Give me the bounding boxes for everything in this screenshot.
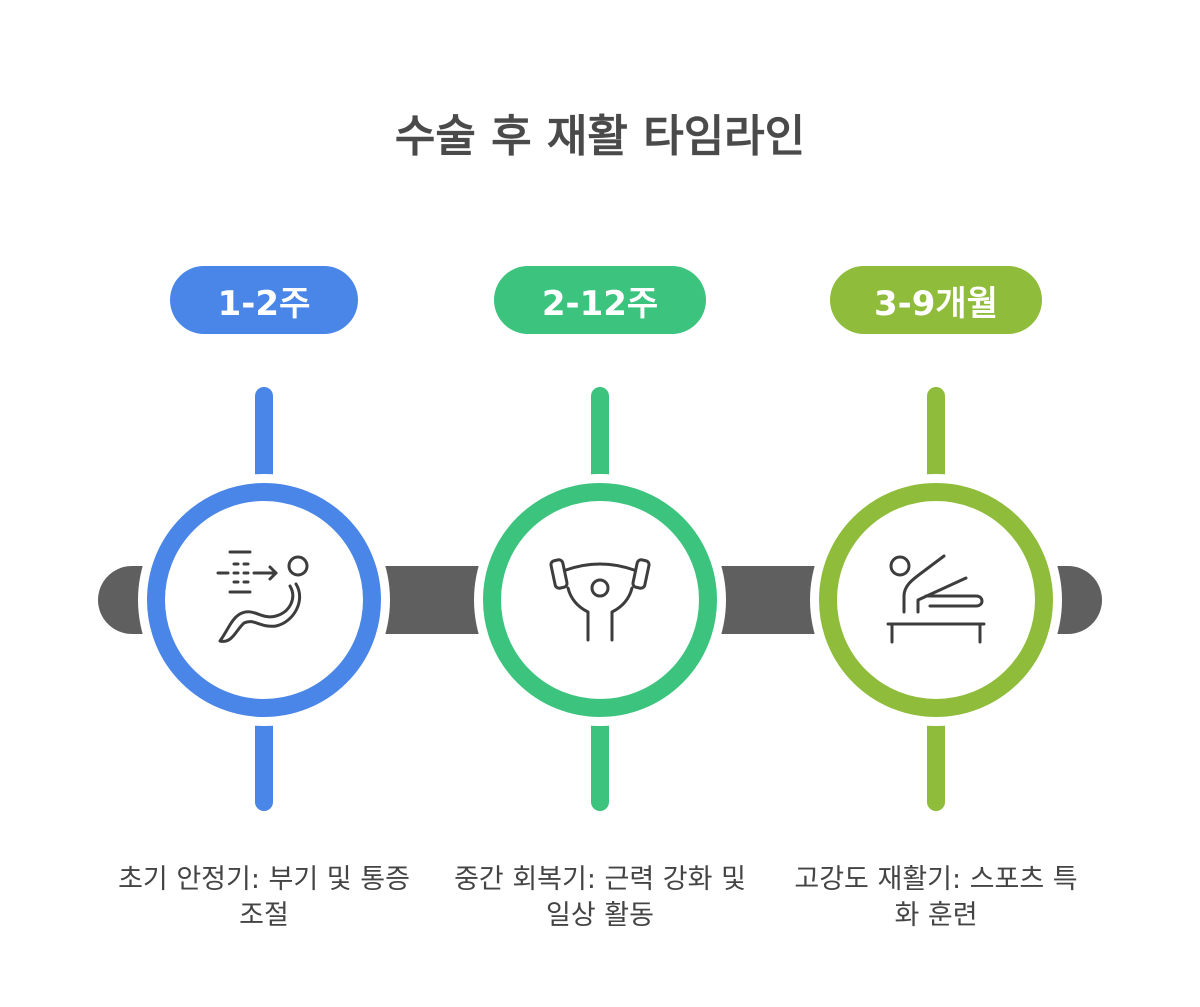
stage-1-description: 초기 안정기: 부기 및 통증 조절 (118, 864, 410, 931)
stage-1-period-badge: 1-2주 (170, 266, 358, 334)
stage-2-node (474, 474, 726, 726)
stage-3-period-badge: 3-9개월 (830, 266, 1042, 334)
pommel-horse-gymnast-icon (886, 554, 986, 644)
stage-2-period-badge: 2-12주 (494, 266, 706, 334)
weightlifting-icon (549, 558, 651, 642)
stage-2-description: 중간 회복기: 근력 강화 및 일상 활동 (454, 864, 746, 931)
recline-exercise-icon (216, 550, 309, 643)
stage-1-node (138, 474, 390, 726)
stage-3-description: 고강도 재활기: 스포츠 특화 훈련 (794, 864, 1078, 931)
diagram-title: 수술 후 재활 타임라인 (394, 111, 806, 162)
stage-3-node (810, 474, 1062, 726)
